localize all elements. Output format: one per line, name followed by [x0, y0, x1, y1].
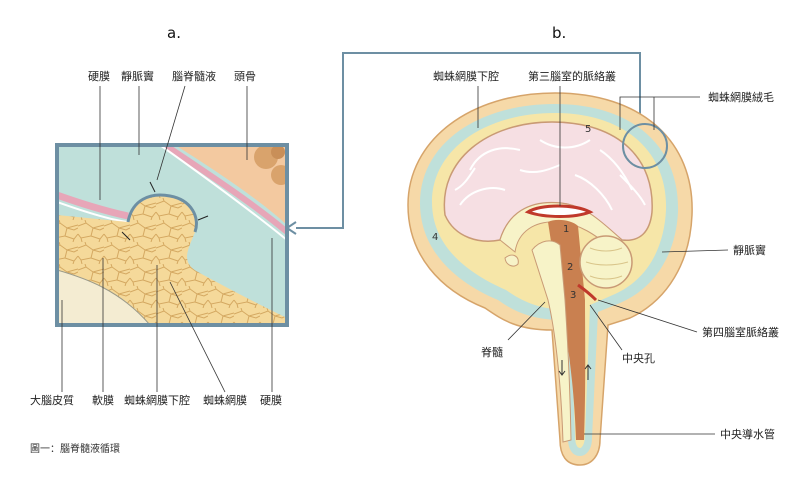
ventricle-number-5: 5 — [585, 124, 591, 135]
spinal-cord — [531, 240, 572, 443]
brain-cortex-cells — [57, 195, 287, 325]
panel-a-frame — [55, 143, 289, 327]
panel-a-heading: a. — [167, 24, 181, 42]
label-arachnoid-villi: 蜘蛛網膜絨毛 — [708, 90, 774, 104]
label-subarachnoid-a: 蜘蛛網膜下腔 — [124, 393, 190, 407]
ventricle-number-1: 1 — [563, 224, 569, 235]
panel-b: b. — [407, 24, 779, 466]
fourth-ventricle-plexus — [577, 283, 598, 302]
figure-caption: 圖一：腦脊髓液循環 — [30, 442, 120, 455]
label-fourth-ventricle-plexus: 第四腦室脈絡叢 — [702, 325, 779, 339]
label-dura-top: 硬膜 — [88, 70, 110, 83]
dura-right-band — [163, 145, 287, 235]
ventricle-number-2: 2 — [567, 262, 573, 273]
corpus-callosum — [499, 202, 623, 253]
label-central-foramen: 中央孔 — [622, 352, 655, 365]
label-arachnoid: 蜘蛛網膜 — [203, 393, 247, 407]
zoom-connector-arrowhead — [285, 221, 297, 235]
panel-a: a. — [30, 24, 289, 407]
dura-left-band — [57, 191, 129, 220]
zoom-connector-line — [296, 52, 641, 229]
label-venous-sinus-b: 靜脈竇 — [733, 243, 766, 257]
label-third-ventricle-plexus: 第三腦室的脈絡叢 — [528, 69, 616, 83]
label-venous-sinus-a: 靜脈竇 — [121, 69, 154, 83]
third-ventricle-plexus — [524, 204, 594, 218]
arachnoid-granulation — [126, 193, 198, 233]
label-subarachnoid-space: 蜘蛛網膜下腔 — [433, 69, 499, 83]
cerebral-gyri — [454, 139, 646, 211]
label-central-canal: 中央導水管 — [720, 427, 775, 441]
label-pia: 軟膜 — [92, 393, 114, 407]
label-spinal-cord: 脊髓 — [481, 345, 503, 359]
ventricle-number-4: 4 — [432, 232, 438, 243]
white-matter — [57, 270, 150, 325]
label-dura-bottom: 硬膜 — [260, 394, 282, 407]
panel-b-heading: b. — [552, 24, 566, 42]
arachnoid-villi-highlight — [622, 123, 668, 169]
label-csf: 腦脊髓液 — [172, 69, 216, 83]
cerebellum — [579, 235, 633, 289]
label-skull: 頭骨 — [234, 70, 256, 83]
label-cortex: 大腦皮質 — [30, 393, 74, 407]
ventricle-number-3: 3 — [570, 290, 576, 301]
pituitary — [504, 254, 519, 267]
